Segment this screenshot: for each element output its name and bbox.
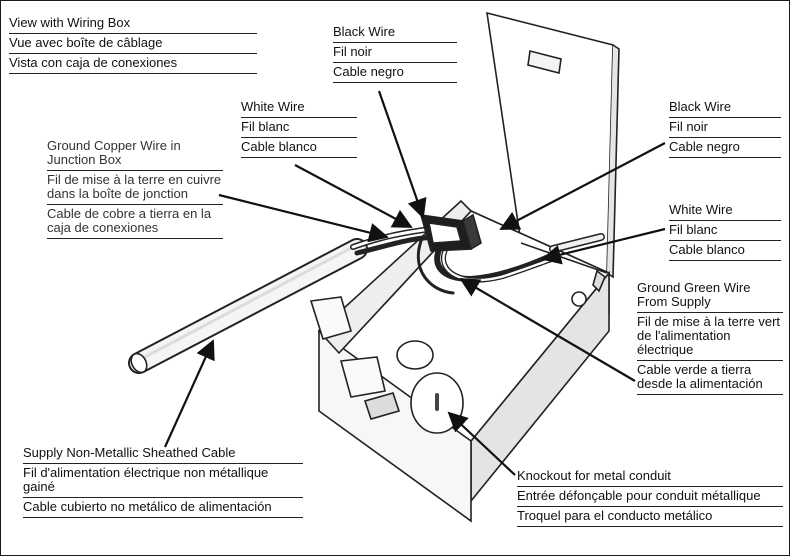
- view-title-es: Vista con caja de conexiones: [9, 54, 257, 74]
- black-wire-top-label: Black Wire Fil noir Cable negro: [333, 23, 457, 83]
- leader-arrows: [163, 90, 666, 476]
- black-wire-right-en: Black Wire: [669, 98, 781, 118]
- black-wire-top-fr: Fil noir: [333, 43, 457, 63]
- black-wire-top-en: Black Wire: [333, 23, 457, 43]
- view-title-fr: Vue avec boîte de câblage: [9, 34, 257, 54]
- white-wire-right-label: White Wire Fil blanc Cable blanco: [669, 201, 781, 261]
- view-title-en: View with Wiring Box: [9, 14, 257, 34]
- black-wire-right-fr: Fil noir: [669, 118, 781, 138]
- white-wire-right-es: Cable blanco: [669, 241, 781, 261]
- supply-cable-es: Cable cubierto no metálico de alimentaci…: [23, 498, 303, 518]
- white-wire-right-fr: Fil blanc: [669, 221, 781, 241]
- black-wire-right-es: Cable negro: [669, 138, 781, 158]
- knockout-label: Knockout for metal conduit Entrée défonç…: [517, 467, 783, 527]
- supply-cable-fr: Fil d'alimentation électrique non métall…: [23, 464, 303, 498]
- black-wire-right-label: Black Wire Fil noir Cable negro: [669, 98, 781, 158]
- white-wire-left-fr: Fil blanc: [241, 118, 357, 138]
- ground-green-fr: Fil de mise à la terre vert de l'aliment…: [637, 313, 783, 361]
- white-wire-left-label: White Wire Fil blanc Cable blanco: [241, 98, 357, 158]
- black-wire-top-es: Cable negro: [333, 63, 457, 83]
- ground-green-es: Cable verde a tierra desde la alimentaci…: [637, 361, 783, 395]
- wiring-box-body: [309, 199, 611, 523]
- view-title-label: View with Wiring Box Vue avec boîte de c…: [9, 14, 257, 74]
- ground-green-label: Ground Green Wire From Supply Fil de mis…: [637, 279, 783, 395]
- ground-copper-label: Ground Copper Wire in Junction Box Fil d…: [47, 137, 223, 239]
- ground-green-en: Ground Green Wire From Supply: [637, 279, 783, 313]
- supply-cable-label: Supply Non-Metallic Sheathed Cable Fil d…: [23, 444, 303, 518]
- ground-copper-fr: Fil de mise à la terre en cuivre dans la…: [47, 171, 223, 205]
- ground-copper-en: Ground Copper Wire in Junction Box: [47, 137, 223, 171]
- white-wire-left-en: White Wire: [241, 98, 357, 118]
- supply-sheathed-cable: [128, 238, 368, 374]
- knockout-es: Troquel para el conducto metálico: [517, 507, 783, 527]
- white-wire-right-en: White Wire: [669, 201, 781, 221]
- ground-copper-es: Cable de cobre a tierra en la caja de co…: [47, 205, 223, 239]
- white-wire-left-es: Cable blanco: [241, 138, 357, 158]
- knockout-fr: Entrée défonçable pour conduit métalliqu…: [517, 487, 783, 507]
- wire-connector-block: [419, 213, 482, 252]
- knockout-en: Knockout for metal conduit: [517, 467, 783, 487]
- supply-cable-en: Supply Non-Metallic Sheathed Cable: [23, 444, 303, 464]
